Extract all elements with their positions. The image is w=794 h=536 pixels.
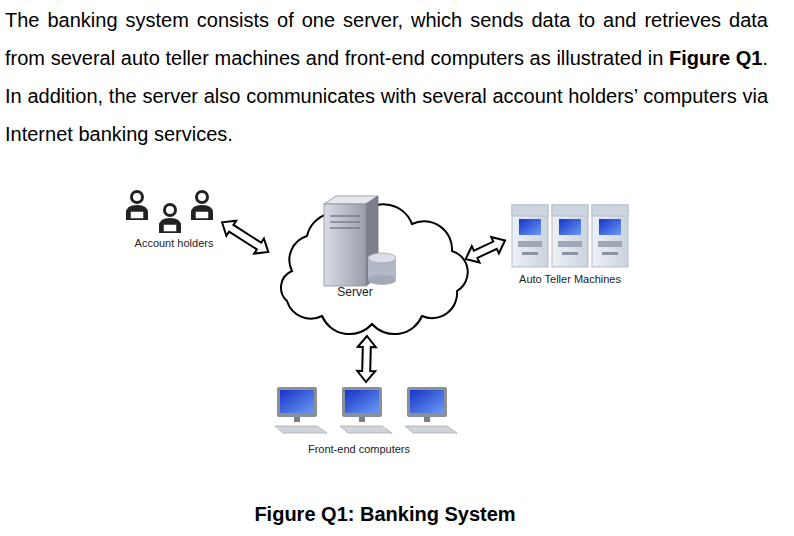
figure-reference: Figure Q1 (669, 47, 762, 69)
double-arrow (466, 237, 505, 263)
node-label: Auto Teller Machines (519, 273, 621, 286)
front-end-group: Front-end computers (260, 382, 460, 458)
account-holder-icons (126, 192, 213, 234)
server-cloud-node: Server (262, 196, 472, 336)
server-cloud (281, 196, 468, 334)
account-holders-group: Account holders (118, 186, 222, 252)
intro-paragraph: The banking system consists of one serve… (5, 1, 768, 153)
double-arrow (222, 221, 268, 254)
double-arrow (357, 336, 376, 382)
server-icon (324, 196, 396, 286)
paragraph-text: The banking system consists of one serve… (5, 9, 768, 69)
atm-icons (512, 205, 628, 267)
computer-icons (275, 387, 457, 433)
node-label: Front-end computers (308, 443, 410, 456)
node-label: Account holders (135, 237, 214, 250)
node-label: Server (337, 286, 372, 300)
figure-caption: Figure Q1: Banking System (0, 501, 770, 527)
atm-group: Auto Teller Machines (505, 200, 645, 290)
